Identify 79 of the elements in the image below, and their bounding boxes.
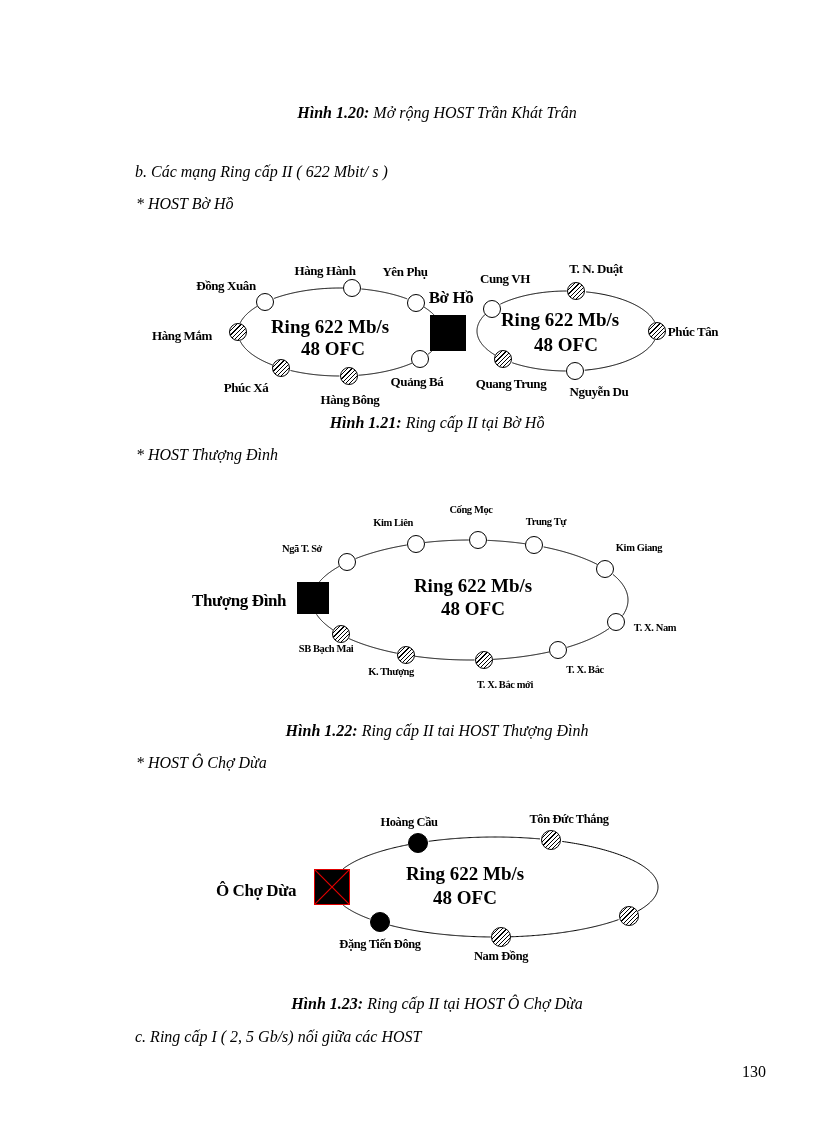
ring-link bbox=[486, 539, 526, 545]
station-label: T. X. Bắc bbox=[566, 664, 604, 676]
station-label: SB Bạch Mai bbox=[298, 643, 354, 655]
figure-caption: Hình 1.23: Ring cấp II tại HOST Ô Chợ Dừa bbox=[291, 995, 583, 1013]
station-label: Hàng Mắm bbox=[152, 328, 212, 344]
ring-link bbox=[239, 340, 273, 366]
page-number: 130 bbox=[742, 1063, 766, 1081]
ring-link bbox=[342, 844, 409, 870]
ring-link bbox=[612, 573, 629, 616]
host-heading: * HOST Thượng Đình bbox=[136, 446, 278, 464]
ring-link bbox=[476, 313, 486, 333]
ring-link bbox=[318, 565, 340, 583]
figure-caption: Hình 1.21: Ring cấp II tại Bờ Hồ bbox=[329, 414, 545, 432]
ring-link bbox=[355, 544, 408, 560]
station-label: Ngã T. Sở bbox=[282, 543, 322, 555]
ring-link bbox=[389, 924, 492, 938]
station-label: Cung VH bbox=[479, 271, 530, 287]
station-label: T. N. Duật bbox=[569, 261, 623, 277]
station-label: Nam Đồng bbox=[473, 950, 529, 964]
host-heading: * HOST Bờ Hồ bbox=[136, 195, 234, 213]
ring-link bbox=[510, 919, 619, 938]
station-label: Quảng Bá bbox=[390, 374, 444, 390]
station-label: Quang Trung bbox=[475, 376, 547, 392]
station-label: Phúc Xá bbox=[223, 380, 269, 396]
host-label: Bờ Hồ bbox=[428, 288, 474, 308]
ring-label: Ring 622 Mb/s bbox=[500, 309, 620, 331]
ring-link bbox=[566, 627, 610, 648]
ring-link bbox=[561, 840, 659, 912]
ring-link bbox=[239, 305, 258, 324]
ring-label: Ring 622 Mb/s bbox=[405, 863, 525, 885]
ring-link bbox=[543, 546, 598, 565]
ring-link bbox=[585, 291, 656, 323]
section-heading: b. Các mạng Ring cấp II ( 622 Mbit/ s ) bbox=[135, 163, 388, 181]
station-label: K. Thượng bbox=[368, 666, 414, 678]
station-label: Hàng Bông bbox=[320, 392, 380, 408]
ring-link bbox=[499, 290, 568, 305]
ring-link bbox=[348, 638, 398, 654]
station-label: Tôn Đức Thắng bbox=[529, 813, 609, 827]
station-label: Kim Giang bbox=[615, 542, 663, 554]
station-label: Đồng Xuân bbox=[196, 278, 256, 294]
station-label: Hàng Hành bbox=[294, 263, 356, 279]
ring-link bbox=[342, 904, 371, 920]
ring-link bbox=[427, 350, 433, 355]
ring-label: 48 OFC bbox=[301, 338, 365, 360]
ring-link bbox=[414, 655, 475, 661]
ring-link bbox=[584, 339, 656, 371]
station-label: Nguyễn Du bbox=[569, 384, 629, 400]
section-heading: c. Ring cấp I ( 2, 5 Gb/s) nối giữa các HOST bbox=[135, 1028, 422, 1046]
ring-link bbox=[492, 651, 550, 660]
station-label: Phúc Tân bbox=[667, 324, 719, 340]
ring-link bbox=[511, 362, 567, 372]
figure-caption: Hình 1.20: Mở rộng HOST Trần Khát Trân bbox=[297, 104, 577, 122]
station-label: Kim Liên bbox=[373, 517, 413, 529]
station-label: Yên Phụ bbox=[382, 264, 428, 280]
ring-link bbox=[358, 362, 413, 376]
ring-link bbox=[424, 539, 470, 543]
station-label: T. X. Nam bbox=[633, 622, 677, 634]
station-label: Hoàng Cầu bbox=[380, 816, 438, 830]
ring-label: 48 OFC bbox=[441, 598, 505, 620]
ring-label: 48 OFC bbox=[534, 334, 598, 356]
ring-link bbox=[290, 370, 340, 377]
station-label: Cống Mọc bbox=[449, 504, 493, 516]
ring-label: 48 OFC bbox=[433, 887, 497, 909]
station-label: Trung Tự bbox=[525, 516, 567, 528]
ring-link bbox=[273, 287, 344, 299]
ring-link bbox=[428, 836, 541, 842]
host-label: Ô Chợ Dừa bbox=[215, 881, 297, 901]
host-heading: * HOST Ô Chợ Dừa bbox=[136, 754, 267, 772]
ring-link bbox=[316, 613, 334, 631]
ring-label: Ring 622 Mb/s bbox=[270, 316, 390, 338]
figure-caption: Hình 1.22: Ring cấp II tai HOST Thượng Đình bbox=[285, 722, 589, 740]
ring-link bbox=[423, 306, 435, 316]
ring-link bbox=[476, 332, 496, 356]
station-label: Đặng Tiến Đông bbox=[339, 938, 421, 952]
ring-node-circle bbox=[618, 905, 639, 926]
ring-link bbox=[360, 288, 408, 300]
station-label: T. X. Bắc mới bbox=[476, 679, 534, 691]
host-label: Thượng Đình bbox=[191, 591, 287, 611]
ring-label: Ring 622 Mb/s bbox=[413, 575, 533, 597]
